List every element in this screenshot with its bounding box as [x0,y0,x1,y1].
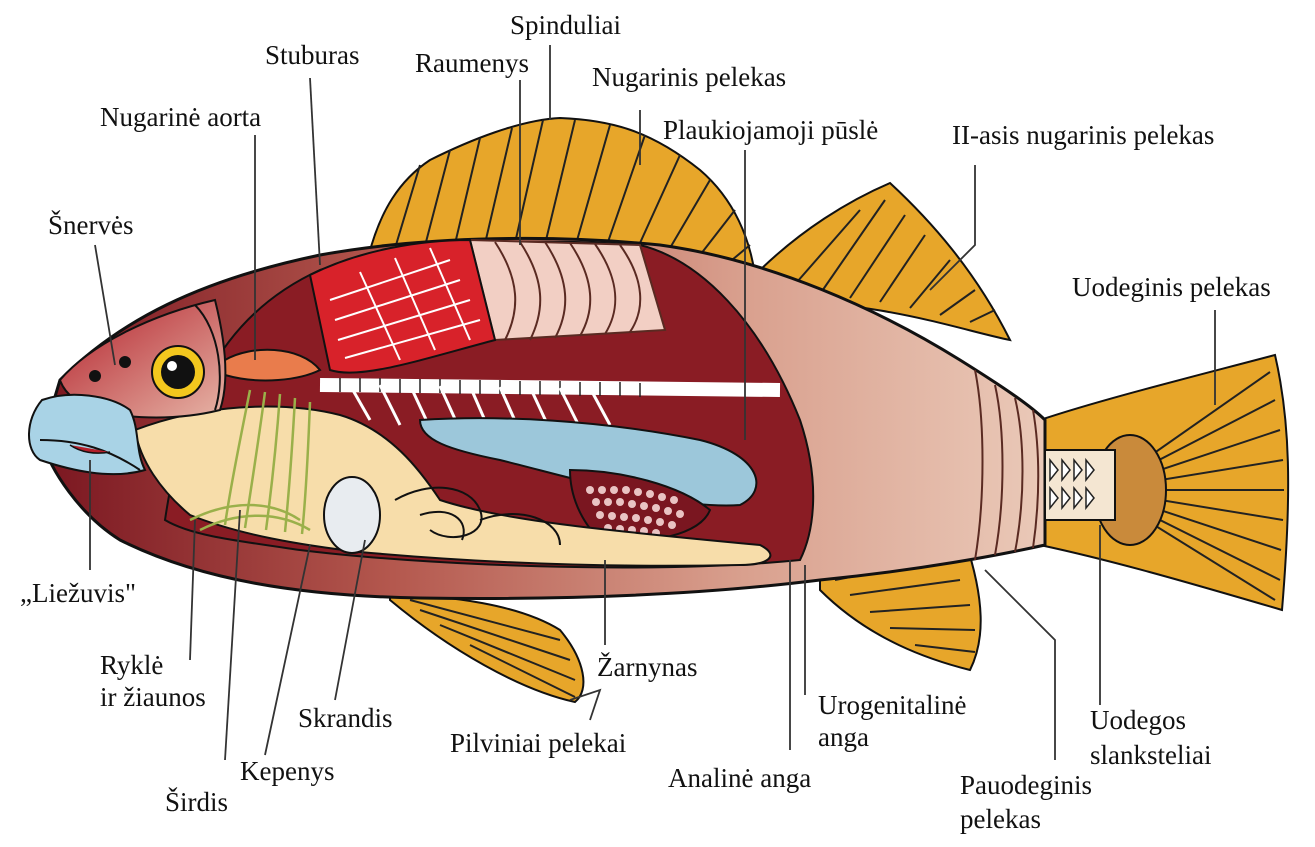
label-stuburas: Stuburas [265,40,360,70]
pelvic-fin [390,595,583,702]
label-spinduliai: Spinduliai [510,10,621,40]
label-analine-anga: Analinė anga [668,763,811,793]
nostril [89,370,101,382]
label-snerves: Šnervės [48,210,133,240]
label-urogenitaline-line1: Urogenitalinė [818,690,966,720]
label-skrandis: Skrandis [298,703,393,733]
label-uodeginis-pelekas: Uodeginis pelekas [1072,272,1271,302]
label-pauodeginis-line2: pelekas [960,804,1041,834]
label-raumenys: Raumenys [415,48,529,78]
label-rykle-line2: ir žiaunos [100,682,206,712]
label-zarnynas: Žarnynas [597,652,697,682]
label-kepenys: Kepenys [240,756,334,786]
label-rykle-line1: Ryklė [100,650,163,680]
label-nugarine-aorta: Nugarinė aorta [100,102,261,132]
label-uodegos-line1: Uodegos [1090,705,1186,735]
label-plaukiojamoji-puisle: Plaukiojamoji pūslė [663,115,878,145]
label-liezuvis: „Liežuvis" [20,578,136,608]
label-pauodeginis-line1: Pauodeginis [960,770,1092,800]
label-ii-nugarinis-pelekas: II-asis nugarinis pelekas [952,120,1214,150]
stomach [324,477,380,553]
label-urogenitaline-line2: anga [818,722,869,752]
label-nugarinis-pelekas: Nugarinis pelekas [592,62,786,92]
label-uodegos-line2: slanksteliai [1090,740,1211,770]
label-pilviniai-pelekai: Pilviniai pelekai [450,728,626,758]
label-sirdis: Širdis [165,787,228,817]
